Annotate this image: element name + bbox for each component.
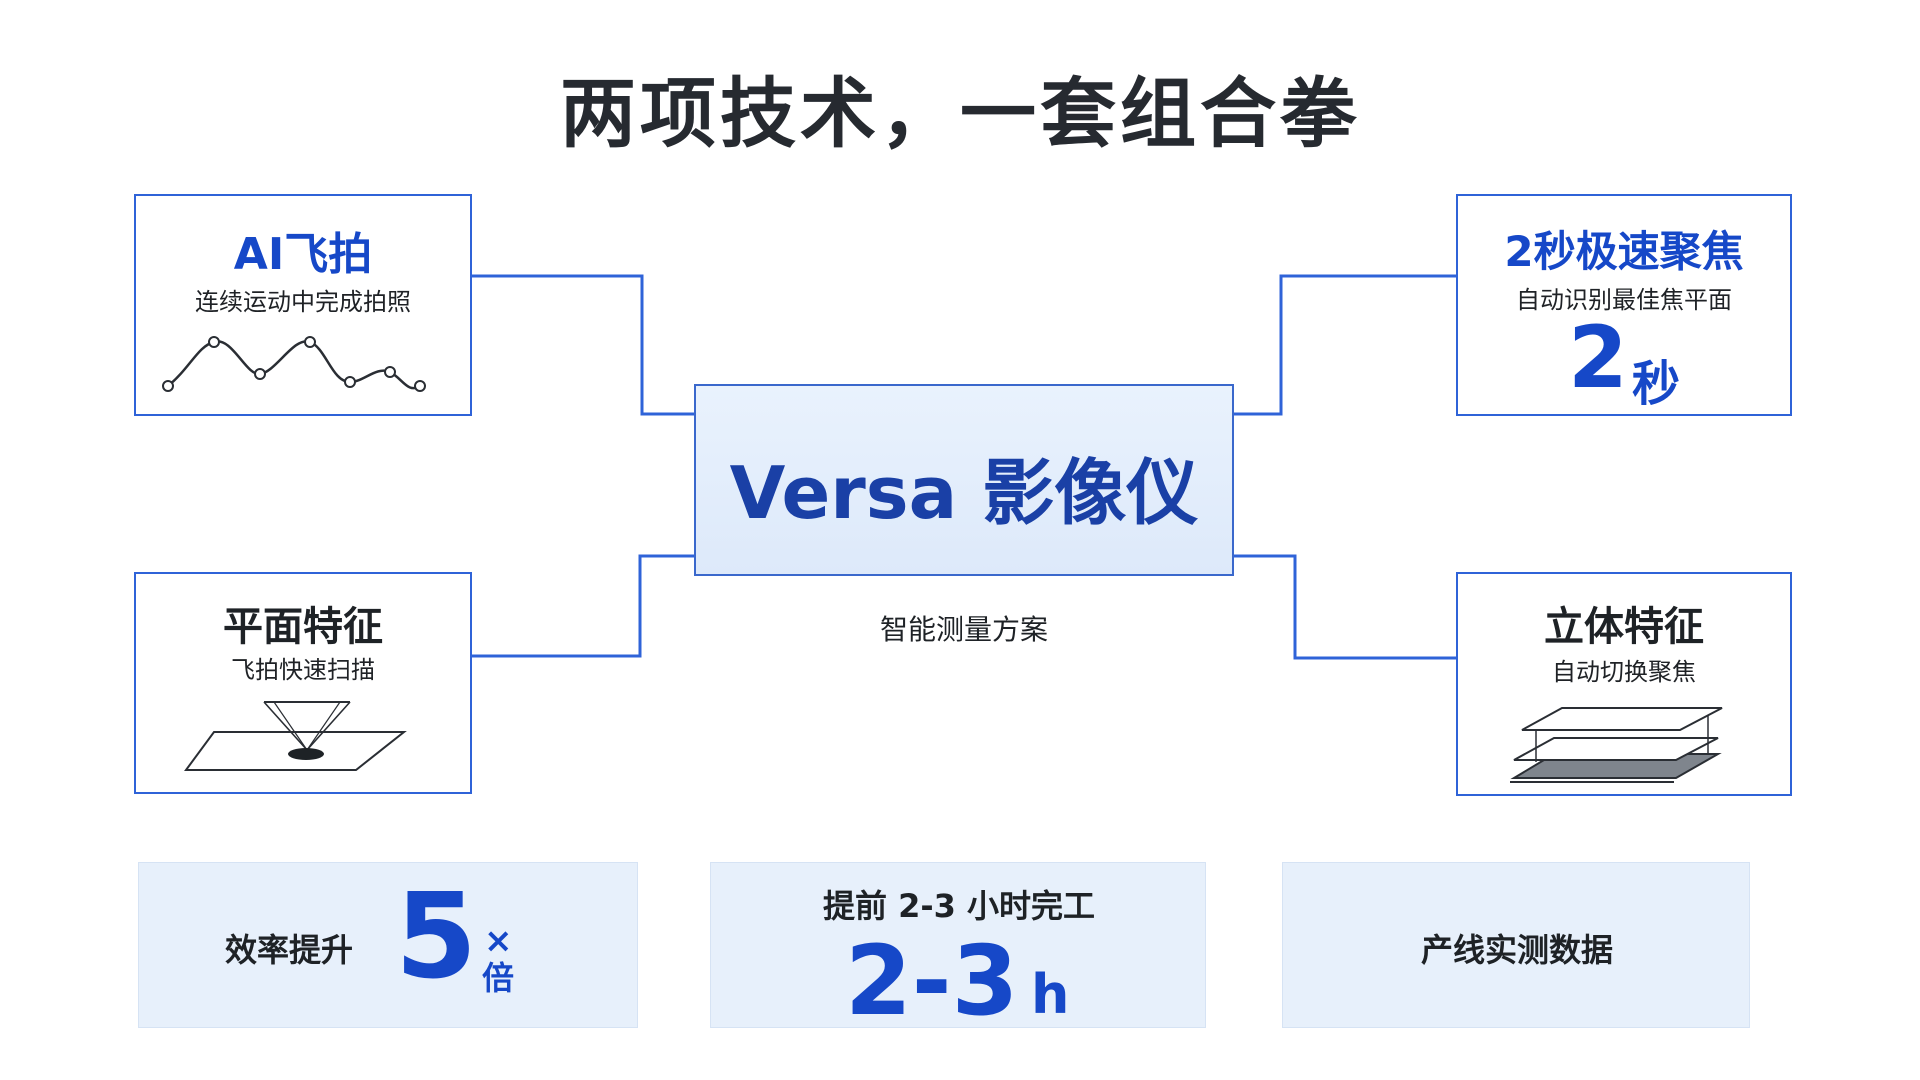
stat-efficiency-label: 效率提升: [225, 931, 354, 969]
connector-ai-flyshot: [472, 274, 694, 416]
card-ai-flyshot: AI飞拍 连续运动中完成拍照: [134, 194, 472, 416]
card-fast-focus: 2秒极速聚焦 自动识别最佳焦平面 2 秒: [1456, 194, 1792, 416]
card-stereo-subtitle: 自动切换聚焦: [1552, 658, 1696, 686]
center-product-box: Versa 影像仪: [694, 384, 1234, 576]
planar-scan-icon: [184, 701, 407, 771]
center-caption: 智能测量方案: [879, 613, 1048, 646]
center-product-title: Versa 影像仪: [729, 451, 1199, 535]
card-stereo-title: 立体特征: [1544, 604, 1704, 650]
card-fast-focus-subtitle: 自动识别最佳焦平面: [1516, 286, 1732, 314]
connector-fast-focus: [1234, 274, 1456, 416]
card-ai-flyshot-subtitle: 连续运动中完成拍照: [195, 288, 411, 316]
fast-focus-value: 2: [1568, 308, 1628, 408]
stat-efficiency-unit-top: ×: [484, 921, 513, 961]
card-fast-focus-title: 2秒极速聚焦: [1504, 227, 1744, 276]
card-planar-title: 平面特征: [223, 604, 383, 650]
card-ai-flyshot-title: AI飞拍: [233, 229, 373, 280]
card-planar-subtitle: 飞拍快速扫描: [231, 656, 375, 684]
stat-source-label: 产线实测数据: [1420, 931, 1613, 969]
fast-focus-unit: 秒: [1632, 356, 1681, 412]
stat-efficiency: 效率提升 5 × 倍: [138, 862, 638, 1028]
connector-stereo: [1234, 554, 1456, 660]
stat-efficiency-value: 5: [395, 867, 478, 1005]
stat-source: 产线实测数据: [1282, 862, 1750, 1028]
page-title: 两项技术，一套组合拳: [560, 69, 1360, 158]
stat-ahead-unit: h: [1031, 963, 1070, 1026]
connector-planar: [472, 554, 694, 658]
stat-ahead: 提前 2-3 小时完工 2-3 h: [710, 862, 1206, 1037]
stat-ahead-value: 2-3: [845, 925, 1019, 1037]
layered-plates-icon: [1510, 707, 1723, 783]
card-stereo: 立体特征 自动切换聚焦: [1456, 572, 1792, 796]
stat-ahead-label: 提前 2-3 小时完工: [822, 887, 1096, 925]
stat-efficiency-unit-bottom: 倍: [482, 959, 515, 997]
card-planar: 平面特征 飞拍快速扫描: [134, 572, 472, 794]
motion-path-icon: [162, 336, 426, 392]
